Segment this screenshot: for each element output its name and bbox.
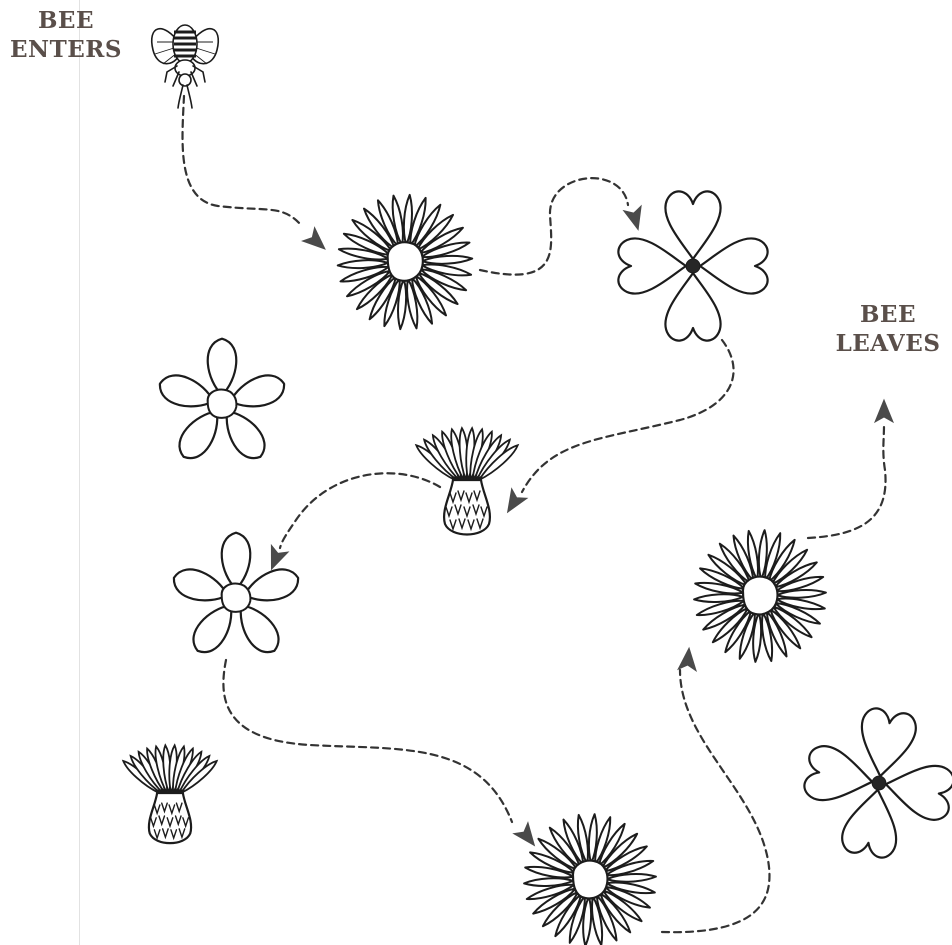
arrow-head-icon [512,821,536,847]
dashed-flight-path [660,668,771,934]
leaves-label-line-1: BEE [859,301,916,328]
arrow-head-icon [622,204,642,231]
bee [150,24,220,109]
thistle-flower-icon [412,426,522,536]
five-petal-flower-icon [154,337,290,467]
enters-label-line-2: ENTERS [10,36,122,63]
arrow-head-icon [873,398,895,424]
five-petal-flower-icon [168,531,304,661]
arrow-head-icon [270,543,290,571]
bee-enters-label: BEE ENTERS [4,6,128,64]
daisy-flower-icon [336,193,474,331]
bee-icon [150,24,220,109]
arrow-head-icon [506,487,529,514]
enters-label-line-1: BEE [37,7,94,34]
arrow-head-icon [677,646,697,672]
arrow-head-icon [301,226,326,250]
dashed-flight-path [278,472,442,550]
heart-petal-flower-icon [617,190,769,342]
thistle-flower-icon [120,744,220,845]
heart-petal-flower-icon [801,705,952,861]
flower-field [120,190,952,945]
leaves-label-line-2: LEAVES [835,330,941,357]
bee-flight-path [181,94,895,934]
daisy-flower-icon [522,812,658,945]
dashed-flight-path [222,658,514,824]
daisy-flower-icon [692,528,828,664]
page-margin-line [79,0,80,945]
dashed-flight-path [181,94,304,228]
bee-leaves-label: BEE LEAVES [826,300,950,358]
dashed-flight-path [478,177,630,276]
dashed-flight-path [806,423,887,540]
dashed-flight-path [520,338,735,494]
